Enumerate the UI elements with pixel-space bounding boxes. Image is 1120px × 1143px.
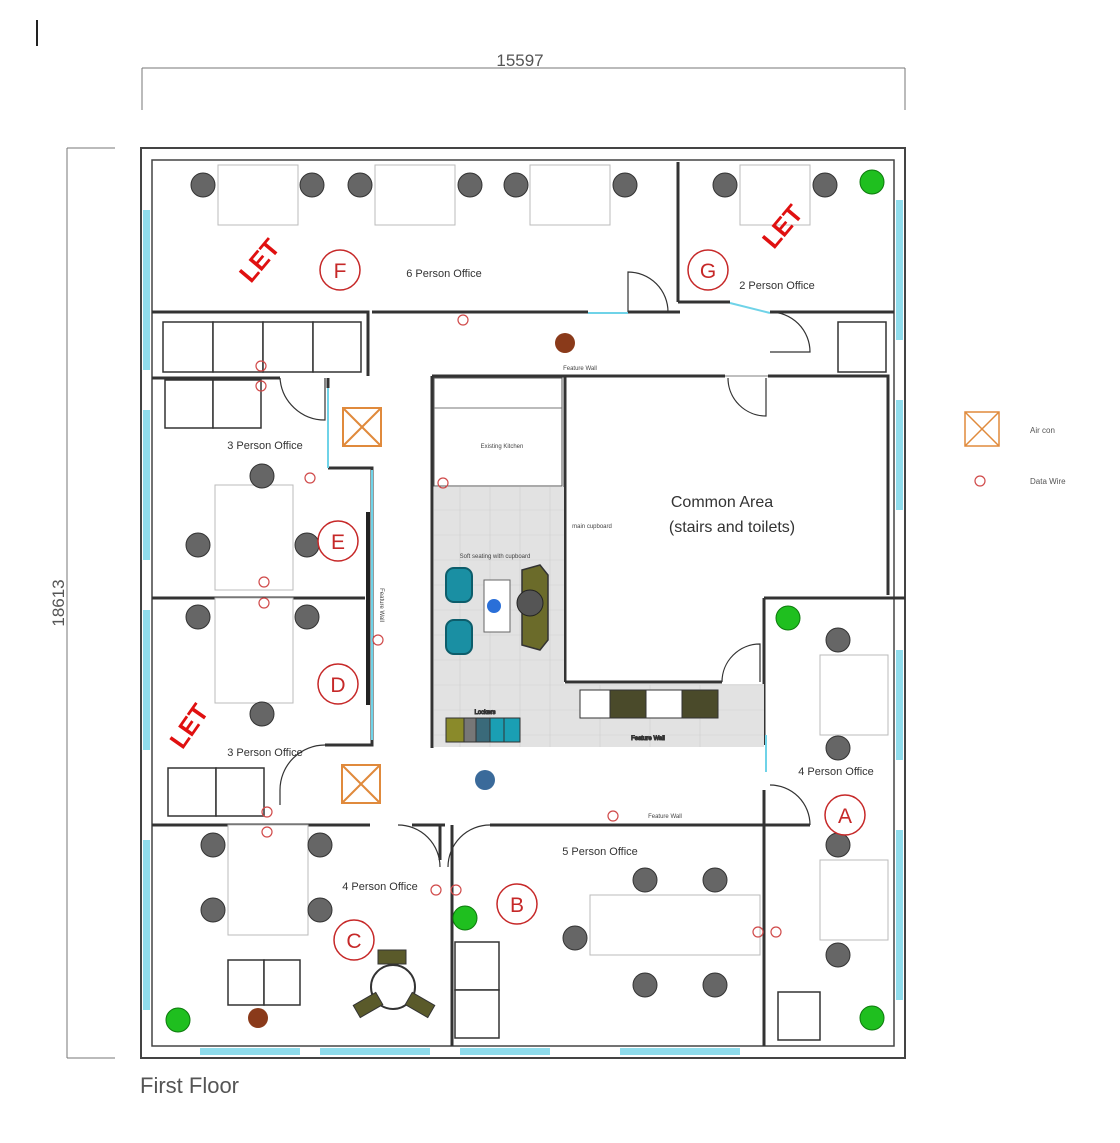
room-label-d: 3 Person Office — [227, 747, 303, 759]
height-dimension: 18613 — [49, 147, 115, 1059]
room-letter-g: G — [700, 260, 716, 283]
data-wire-icons — [255, 314, 782, 938]
window-glazing — [143, 200, 903, 1055]
room-letter-b: B — [510, 894, 524, 917]
room-letter-f: F — [334, 260, 347, 283]
room-label-b: 5 Person Office — [562, 846, 638, 858]
existing-kitchen: Existing Kitchen — [433, 377, 563, 487]
teal-armchair — [445, 567, 473, 603]
air-con-icon — [341, 764, 381, 804]
let-badge-d: LET — [164, 699, 214, 754]
feature-wall-bottom-label: Feature Wall — [648, 814, 682, 820]
plant-icons — [165, 169, 885, 1033]
kitchen-counter: Feature Wall — [579, 689, 719, 743]
room-labels: 6 Person Office 2 Person Office 3 Person… — [227, 268, 874, 893]
room-letter-c: C — [346, 930, 361, 953]
let-badge-f: LET — [234, 234, 286, 288]
person-icons — [248, 333, 575, 1028]
breakout-furniture: Soft seating with cupboard main cupboard — [445, 524, 612, 655]
feature-wall-top-label: Feature Wall — [563, 366, 597, 372]
room-label-f: 6 Person Office — [406, 268, 482, 280]
internal-walls — [152, 162, 905, 1046]
room-letter-e: E — [331, 531, 345, 554]
storage-units-f — [162, 321, 887, 429]
breakout-label: Soft seating with cupboard — [460, 554, 531, 560]
room-label-e: 3 Person Office — [227, 440, 303, 452]
common-area-subtitle: (stairs and toilets) — [669, 519, 795, 536]
room-letter-a: A — [838, 805, 852, 828]
storage-units-bottom — [167, 767, 821, 1041]
room-letter-markers: F G E D C B A — [317, 249, 866, 961]
round-table — [352, 949, 436, 1019]
desk-cluster-f — [190, 164, 838, 226]
kitchen-label: Existing Kitchen — [481, 444, 524, 450]
feature-wall-right-label: Feature Wall — [631, 736, 665, 742]
room-letter-d: D — [330, 674, 345, 697]
air-con-icon — [964, 411, 1000, 447]
desk-cluster-ed — [185, 463, 889, 998]
width-dimension-label: 15597 — [496, 51, 543, 70]
glass-partitions — [327, 302, 771, 772]
person-seated-icon — [516, 589, 544, 617]
teal-armchair — [445, 619, 473, 655]
lockers: Lockers — [445, 710, 521, 743]
room-label-c: 4 Person Office — [342, 881, 418, 893]
data-wire-icon — [974, 475, 986, 487]
legend-air-con-label: Air con — [1030, 426, 1055, 435]
cupboard-label: main cupboard — [572, 524, 612, 530]
laptop-icon — [487, 599, 501, 613]
air-con-icon — [342, 407, 382, 447]
lockers-label: Lockers — [474, 710, 495, 716]
floor-label: First Floor — [140, 1073, 239, 1098]
feature-wall-label: Feature Wall — [378, 588, 384, 622]
outer-walls — [140, 147, 906, 1059]
legend-data-wire-label: Data Wire — [1030, 477, 1066, 486]
room-label-g: 2 Person Office — [739, 280, 815, 292]
legend: Air con Data Wire — [964, 411, 1066, 487]
common-area-title: Common Area — [671, 494, 773, 511]
room-label-a: 4 Person Office — [798, 766, 874, 778]
height-dimension-label: 18613 — [49, 579, 68, 626]
width-dimension: 15597 — [141, 51, 906, 110]
